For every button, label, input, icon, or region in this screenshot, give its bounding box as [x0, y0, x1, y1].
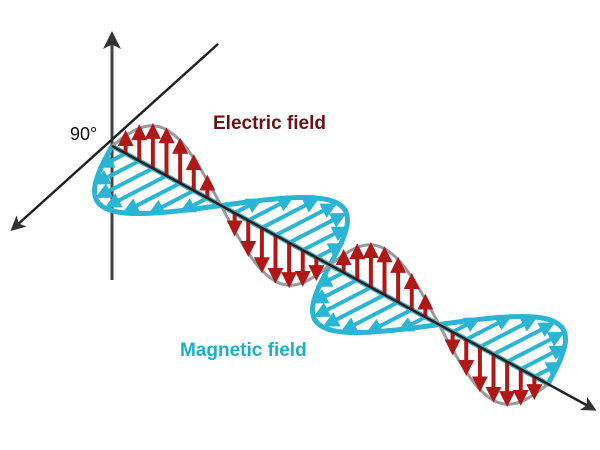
- magnetic-field-arrow: [315, 270, 345, 287]
- magnetic-field-arrow: [233, 198, 263, 215]
- magnetic-field-arrow: [95, 166, 154, 199]
- magnetic-field-arrow: [313, 285, 372, 318]
- magnetic-field-arrow: [322, 293, 386, 327]
- magnetic-field-arrow: [122, 181, 182, 213]
- magnetic-field-arrow: [247, 196, 294, 223]
- magnetic-field-arrow: [533, 362, 563, 379]
- magnetic-field-arrow: [506, 332, 565, 364]
- magnetic-field-arrow: [492, 322, 556, 357]
- magnetic-field-layer: [92, 143, 568, 387]
- magnetic-field-label: Magnetic field: [180, 340, 307, 361]
- magnetic-field-arrow: [148, 188, 195, 215]
- magnetic-field-arrow: [519, 345, 567, 371]
- electric-field-label: Electric field: [213, 113, 326, 134]
- magnetic-field-arrow: [93, 159, 141, 185]
- magnetic-field-arrow: [451, 317, 481, 334]
- magnetic-field-arrow: [465, 315, 512, 342]
- magnetic-field-arrow: [397, 315, 427, 332]
- magnetic-field-arrow: [288, 213, 347, 245]
- propagation-axis: [111, 144, 597, 411]
- magnetic-field-arrow: [104, 173, 168, 208]
- magnetic-field-arrow: [97, 151, 127, 168]
- horizontal-axis: [10, 43, 219, 232]
- magnetic-field-arrow: [179, 196, 209, 213]
- magnetic-field-arrow: [478, 317, 538, 349]
- magnetic-field-arrow: [301, 226, 349, 252]
- magnetic-field-arrow: [274, 203, 338, 238]
- angle-label: 90°: [70, 124, 98, 144]
- magnetic-field-arrow: [260, 198, 320, 230]
- magnetic-field-arrow: [340, 300, 400, 332]
- magnetic-field-arrow: [311, 278, 359, 304]
- magnetic-field-arrow: [366, 307, 413, 334]
- magnetic-field-arrow: [315, 243, 345, 260]
